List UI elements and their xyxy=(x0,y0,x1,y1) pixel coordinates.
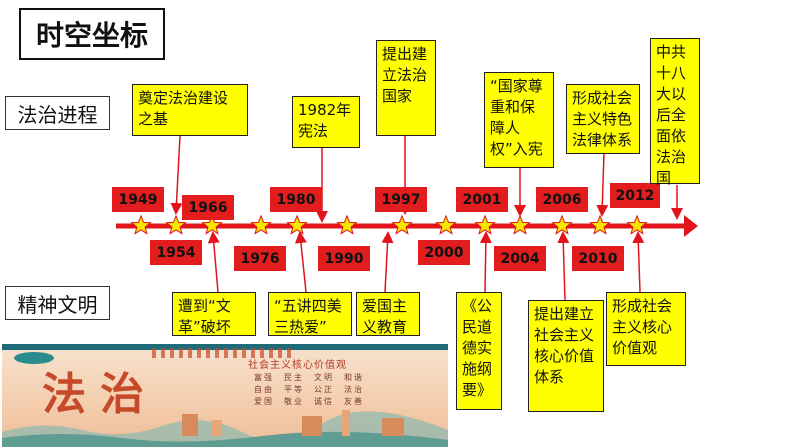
timeline-star xyxy=(130,214,152,235)
core-values-banner: 法治 社会主义核心价值观 富强 民主 文明 和谐 自由 平等 公正 法治 爱国 … xyxy=(2,344,448,447)
event-box-legal-system: 形成社会主义特色法律体系 xyxy=(566,84,640,154)
event-box-18th-congress: 中共十八大以后全面依法治国 xyxy=(650,38,700,187)
year-label: 1997 xyxy=(375,187,427,212)
banner-values-row: 自由 平等 公正 法治 xyxy=(254,385,364,394)
timeline-star xyxy=(509,214,531,235)
timeline-star xyxy=(286,214,308,235)
section-label-law: 法治进程 xyxy=(5,96,110,130)
logo-icon xyxy=(14,352,54,364)
city-skyline-illustration xyxy=(2,410,448,447)
banner-values-row: 爱国 敬业 诚信 友善 xyxy=(254,397,364,406)
event-box-human-rights: “国家尊重和保障人权”入宪 xyxy=(484,72,554,168)
timeline-star xyxy=(474,214,496,235)
timeline-star xyxy=(435,214,457,235)
timeline-star xyxy=(336,214,358,235)
timeline-star xyxy=(551,214,573,235)
event-box-five-stresses: “五讲四美三热爱” xyxy=(268,292,352,336)
timeline-star xyxy=(626,214,648,235)
banner-values-row: 富强 民主 文明 和谐 xyxy=(254,373,364,382)
event-box-rule-of-law-state: 提出建立法治国家 xyxy=(376,40,436,136)
year-label: 1966 xyxy=(182,195,234,220)
timeline-star xyxy=(391,214,413,235)
year-label: 2001 xyxy=(456,187,508,212)
timeline-star xyxy=(165,214,187,235)
year-label: 2000 xyxy=(418,240,470,265)
year-label: 1949 xyxy=(112,187,164,212)
banner-headline: 社会主义核心价值观 xyxy=(248,360,347,371)
timeline-star xyxy=(250,214,272,235)
year-label: 2006 xyxy=(536,187,588,212)
event-box-moral-outline: 《公民道德实施纲要》 xyxy=(456,292,502,410)
event-box-core-values: 形成社会主义核心价值观 xyxy=(606,292,686,366)
year-label: 1980 xyxy=(270,187,322,212)
event-box-founding: 奠定法治建设之基 xyxy=(132,84,248,136)
section-label-spirit: 精神文明 xyxy=(5,286,110,320)
event-box-cultural-revolution: 遭到“文革”破坏 xyxy=(172,292,256,336)
banner-top-stripe xyxy=(2,344,448,350)
timeline-star xyxy=(201,214,223,235)
decorative-pattern xyxy=(152,348,292,358)
event-box-constitution-1982: 1982年宪法 xyxy=(292,96,360,148)
event-box-core-value-system: 提出建立社会主义核心价值体系 xyxy=(528,300,604,412)
banner-title: 法治 xyxy=(42,369,158,420)
year-label: 1976 xyxy=(234,246,286,271)
year-label: 2004 xyxy=(494,246,546,271)
year-label: 1990 xyxy=(318,246,370,271)
year-label: 1954 xyxy=(150,240,202,265)
page-title: 时空坐标 xyxy=(19,8,165,60)
year-label: 2012 xyxy=(610,183,660,208)
timeline-star xyxy=(589,214,611,235)
year-label: 2010 xyxy=(572,246,624,271)
event-box-patriotic-education: 爱国主义教育 xyxy=(356,292,420,336)
